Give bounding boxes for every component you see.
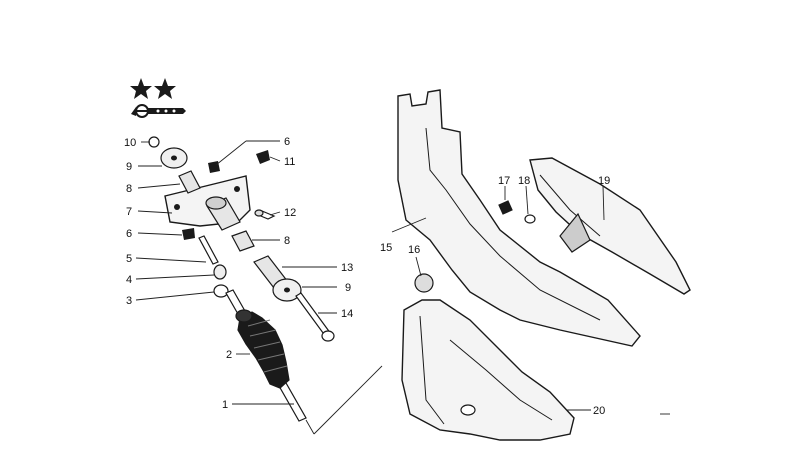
callout-19: 19 [598,175,610,187]
callout-11: 11 [284,156,295,168]
bushing-upper [178,170,201,194]
pedal-box [401,299,575,441]
clip-lower [182,228,195,240]
bulkhead-bracket [397,89,641,347]
shift-linkage-assembly [148,136,335,422]
star-icon [154,78,176,99]
part-18 [524,214,536,224]
callout-2: 2 [226,349,232,361]
callout-10: 10 [124,137,136,149]
callout-14: 14 [341,308,353,320]
callout-9-lower: 9 [345,282,351,294]
callout-13: 13 [341,262,353,274]
callout-1: 1 [222,399,228,411]
callout-6-upper: 6 [284,136,290,148]
callout-5: 5 [126,253,132,265]
pedal-arm [529,157,691,295]
rod-5 [198,235,219,265]
callout-15: 15 [380,242,392,254]
connector [256,150,270,164]
callout-9: 9 [126,161,132,173]
callout-8: 8 [126,183,132,195]
bushing-lower [231,230,255,252]
star-icon [130,78,152,99]
lever-boot [237,311,290,389]
callout-18: 18 [518,175,530,187]
callout-20: 20 [593,405,605,417]
pin [295,292,332,338]
callout-12: 12 [284,207,296,219]
part-3 [213,284,229,298]
part-17 [498,200,513,215]
pedal-box-assembly [397,89,691,441]
callout-labels: 10 9 8 7 6 5 4 3 2 1 6 11 12 8 13 9 14 1… [124,136,610,417]
part-4 [213,264,227,280]
nut [148,136,160,148]
callout-6: 6 [126,228,132,240]
callout-3: 3 [126,295,132,307]
leader-lines [135,140,670,435]
callout-4: 4 [126,274,132,286]
callout-7: 7 [126,206,132,218]
callout-8-lower: 8 [284,235,290,247]
model-symbols [130,78,186,118]
steering-column-icon [131,104,186,118]
callout-16: 16 [408,244,420,256]
callout-17: 17 [498,175,510,187]
